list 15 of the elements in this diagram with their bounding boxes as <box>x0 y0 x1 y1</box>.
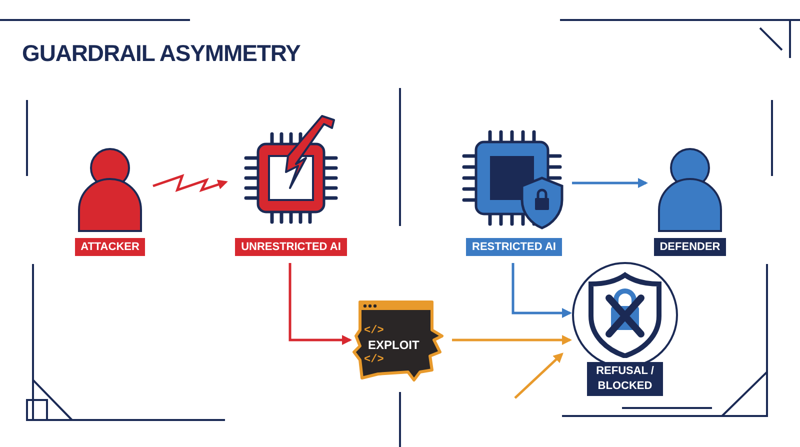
arrow <box>514 352 564 399</box>
arrow <box>152 174 228 192</box>
arrow <box>512 263 572 318</box>
node-label: DEFENDER <box>654 238 726 256</box>
arrow <box>572 178 648 188</box>
node-label: UNRESTRICTED AI <box>235 238 347 256</box>
node-label: RESTRICTED AI <box>466 238 562 256</box>
code-symbol: </> <box>364 352 384 366</box>
node-label: ATTACKER <box>74 238 146 256</box>
arrow <box>452 335 572 345</box>
arrow <box>288 263 352 345</box>
code-symbol: </> <box>364 324 384 338</box>
exploit-label: EXPLOIT <box>368 338 420 352</box>
node-label: REFUSAL / BLOCKED <box>587 362 663 396</box>
title: GUARDRAIL ASYMMETRY <box>22 39 300 68</box>
